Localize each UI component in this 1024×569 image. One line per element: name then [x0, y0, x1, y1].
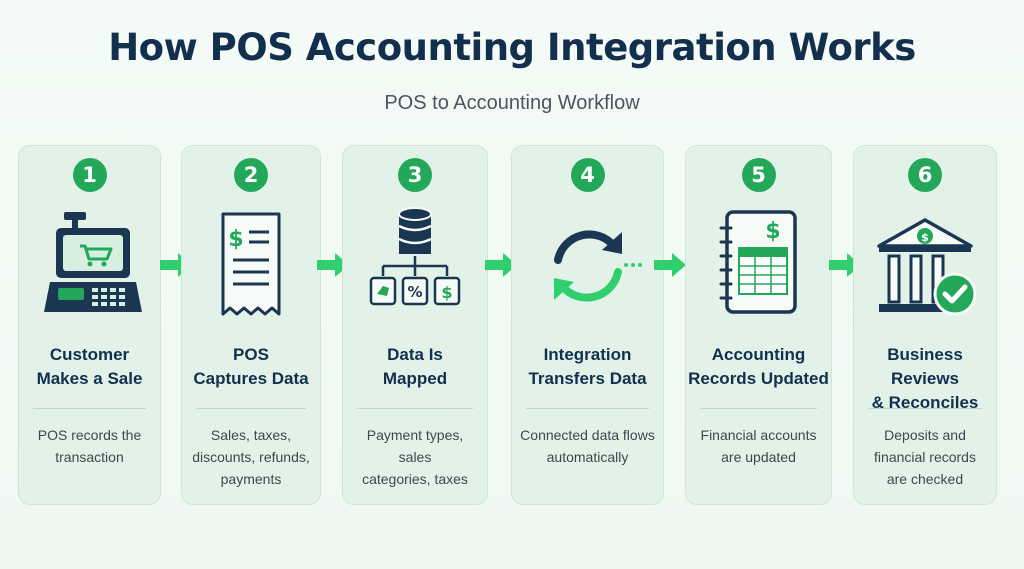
step-card-6: 6 $ Business Reviews& Reconciles Deposit…	[853, 145, 997, 505]
step-number-badge: 3	[398, 158, 432, 192]
database-mapping-icon: % $	[355, 206, 475, 326]
page-title: How POS Accounting Integration Works	[108, 26, 916, 69]
divider	[33, 408, 146, 409]
dotted-arrow-right-icon	[622, 250, 692, 280]
step-number-badge: 6	[908, 158, 942, 192]
divider	[700, 408, 817, 409]
divider	[196, 408, 306, 409]
step-number-badge: 1	[72, 158, 107, 192]
step-number-badge: 2	[234, 158, 268, 192]
svg-text:$: $	[921, 231, 929, 244]
step-title: Business Reviews& Reconciles	[871, 345, 979, 412]
sync-arrows-icon	[528, 206, 648, 326]
svg-text:$: $	[441, 283, 452, 302]
divider	[868, 408, 982, 409]
ledger-book-icon: $	[699, 206, 819, 326]
step-number-badge: 4	[570, 158, 605, 192]
arrow-right-icon	[313, 250, 353, 280]
bank-check-icon: $	[865, 206, 985, 326]
cash-register-icon	[30, 206, 150, 326]
step-number-badge: 5	[741, 158, 776, 192]
divider	[357, 408, 473, 409]
divider	[526, 408, 649, 409]
page-subtitle: POS to Accounting Workflow	[384, 92, 640, 114]
receipt-icon: $	[191, 206, 311, 326]
svg-text:$: $	[228, 227, 243, 252]
svg-text:$: $	[765, 219, 780, 244]
step-description: Sales, taxes,discounts, refunds,payments	[192, 427, 310, 487]
svg-text:%: %	[407, 283, 422, 301]
